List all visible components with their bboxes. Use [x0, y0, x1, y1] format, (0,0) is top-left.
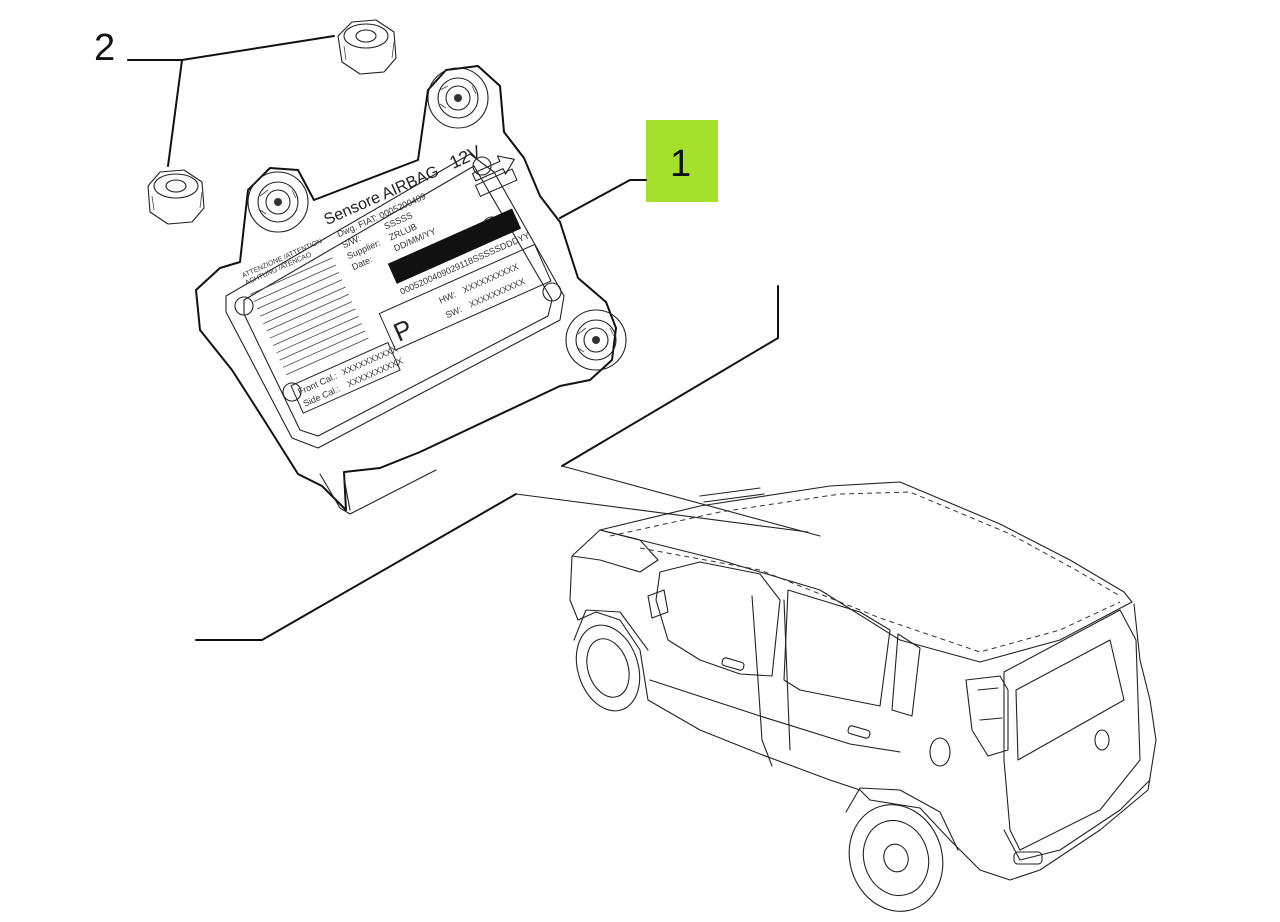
- bracket-right: [561, 285, 779, 467]
- label-warning-1: ATTENZIONE /ATTENTION: [241, 238, 323, 280]
- callout-1-highlight: [646, 120, 718, 202]
- airbag-control-unit: Sensore AIRBAG 12V ATTENZIONE /ATTENTION…: [195, 65, 627, 515]
- rear-hatch: [1003, 609, 1141, 851]
- label-voltage: 12V: [446, 141, 483, 172]
- callout-2: 2: [94, 27, 335, 167]
- callout-2-leader-upper: [127, 35, 335, 61]
- label-hw-key: HW:: [437, 289, 457, 305]
- rear-badge: [1094, 729, 1110, 751]
- callout-1-number: 1: [670, 143, 691, 185]
- nut-upper: [337, 19, 397, 75]
- mount-boss-right: [565, 309, 627, 371]
- callout-2-number: 2: [94, 27, 115, 69]
- pointer-line-1: [561, 465, 821, 537]
- nut-lower: [147, 169, 205, 225]
- front-door-window: [655, 561, 781, 677]
- fuel-cap: [929, 737, 951, 767]
- callout-2-leader-lower: [167, 59, 183, 167]
- rear-bumper-light: [1013, 851, 1043, 865]
- front-door-handle: [721, 657, 745, 671]
- arrow-box: [474, 168, 518, 197]
- tail-light: [965, 675, 1009, 757]
- bracket-left: [195, 493, 517, 641]
- location-bracket: [195, 285, 821, 641]
- rear-window: [1015, 639, 1125, 761]
- callout-1-leader: [559, 179, 647, 219]
- vehicle-outline: [569, 481, 1157, 912]
- rear-wheel: [845, 787, 959, 912]
- mount-boss-left: [247, 171, 309, 233]
- arrow-icon: [471, 155, 515, 182]
- label-sw2-key: SW:: [444, 304, 463, 320]
- mount-boss-top: [427, 67, 489, 129]
- callout-1: 1: [559, 120, 718, 219]
- rear-door-handle: [847, 725, 871, 739]
- quarter-window: [891, 633, 921, 717]
- pointer-line-2: [515, 493, 809, 533]
- side-mirror: [647, 589, 669, 619]
- front-wheel: [573, 609, 649, 712]
- rear-door-window: [783, 589, 891, 707]
- label-warning-lines: [250, 257, 369, 376]
- barcode-block: [387, 208, 522, 284]
